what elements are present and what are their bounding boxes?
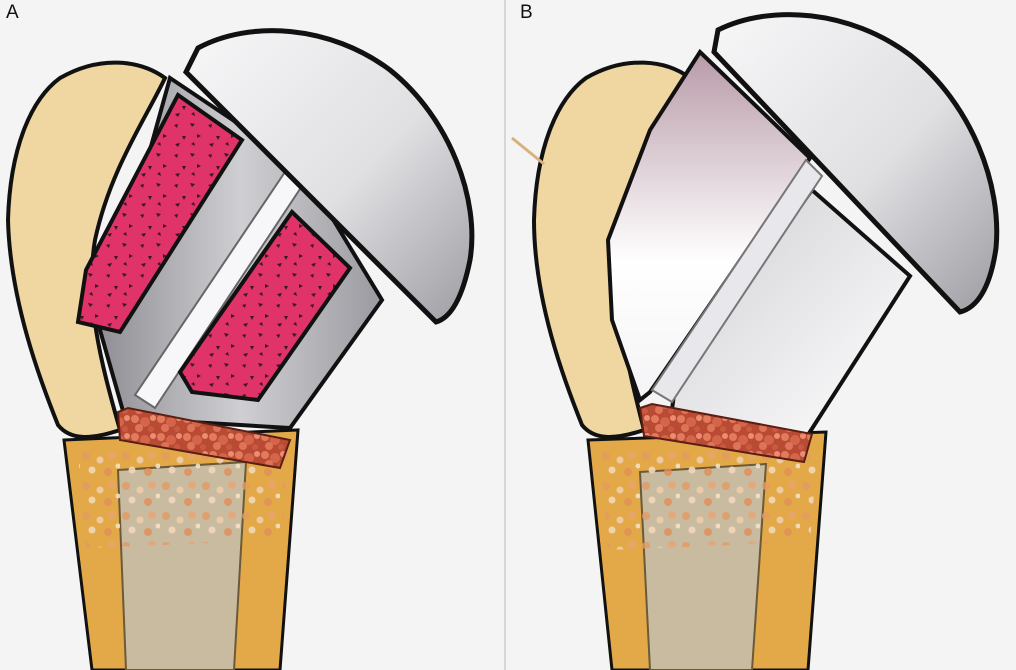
panel-a-bone-chips bbox=[116, 406, 292, 470]
panel-b-drawing bbox=[511, 12, 1000, 670]
panel-a-graft-upper bbox=[75, 92, 245, 335]
panel-a-humeral-head bbox=[182, 28, 475, 325]
panel-a-humeral-shaft bbox=[62, 428, 300, 670]
panel-b-suture bbox=[511, 136, 545, 166]
panel-b-stem-channel bbox=[650, 158, 824, 404]
panel-b-humeral-shaft bbox=[586, 430, 828, 670]
panel-label-a: A bbox=[6, 2, 19, 23]
panel-a-tuberosity bbox=[5, 60, 168, 439]
panel-divider bbox=[504, 0, 506, 670]
panel-label-b: B bbox=[520, 2, 533, 23]
panel-b-humeral-head bbox=[711, 12, 1000, 315]
panel-b-bone-chips bbox=[638, 402, 814, 464]
panel-a-drawing bbox=[5, 28, 475, 670]
panel-a-graft-lower bbox=[177, 208, 353, 403]
